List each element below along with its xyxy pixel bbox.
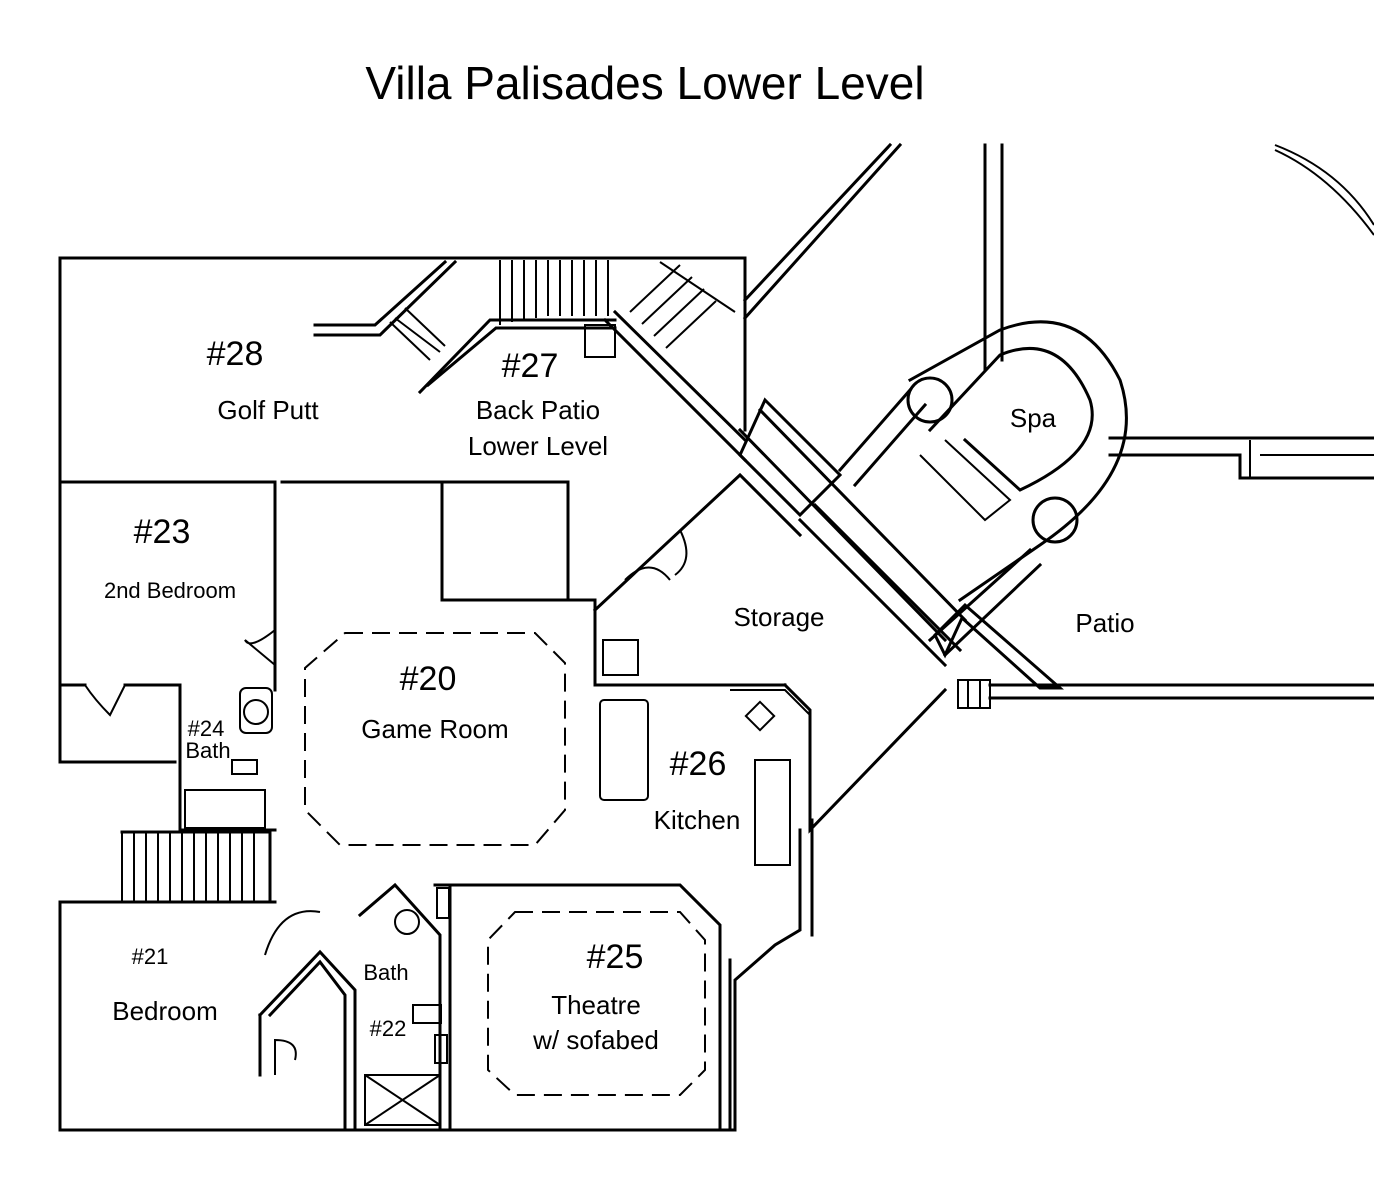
room-23-number: #23 [134,513,191,551]
room-20-number: #20 [400,660,457,698]
room-28-name: Golf Putt [217,395,319,425]
room-25-number: #25 [587,938,644,976]
room-24-name: Bath [185,738,230,763]
storage-label: Storage [733,602,824,632]
spa [906,320,1128,603]
room-27-name-line2: Lower Level [468,431,608,461]
room-24-number: #24 [188,716,225,741]
patio-label: Patio [1075,608,1134,638]
room-23-name: 2nd Bedroom [104,578,236,603]
room-21-number: #21 [132,944,169,969]
room-28-number: #28 [207,335,264,373]
stairs [121,260,736,902]
game-room-outline [304,632,566,846]
spa-label: Spa [1010,403,1057,433]
walls [58,256,948,1132]
room-20-name: Game Room [361,714,508,744]
room-26-number: #26 [670,745,727,783]
room-27-name-line1: Back Patio [476,395,600,425]
room-labels: #28 Golf Putt #27 Back Patio Lower Level… [104,335,1135,1055]
room-25-name-line2: w/ sofabed [532,1025,659,1055]
room-22-number: #22 [370,1016,407,1041]
door-swings [84,529,688,1075]
room-22-name: Bath [363,960,408,985]
room-25-name-line1: Theatre [551,990,641,1020]
room-27-number: #27 [502,347,559,385]
room-21-name: Bedroom [112,996,218,1026]
exterior-walls [737,142,1374,709]
theatre-outline [487,911,706,1096]
room-26-name: Kitchen [654,805,741,835]
plan-title: Villa Palisades Lower Level [365,57,925,109]
fixtures [184,324,811,1126]
